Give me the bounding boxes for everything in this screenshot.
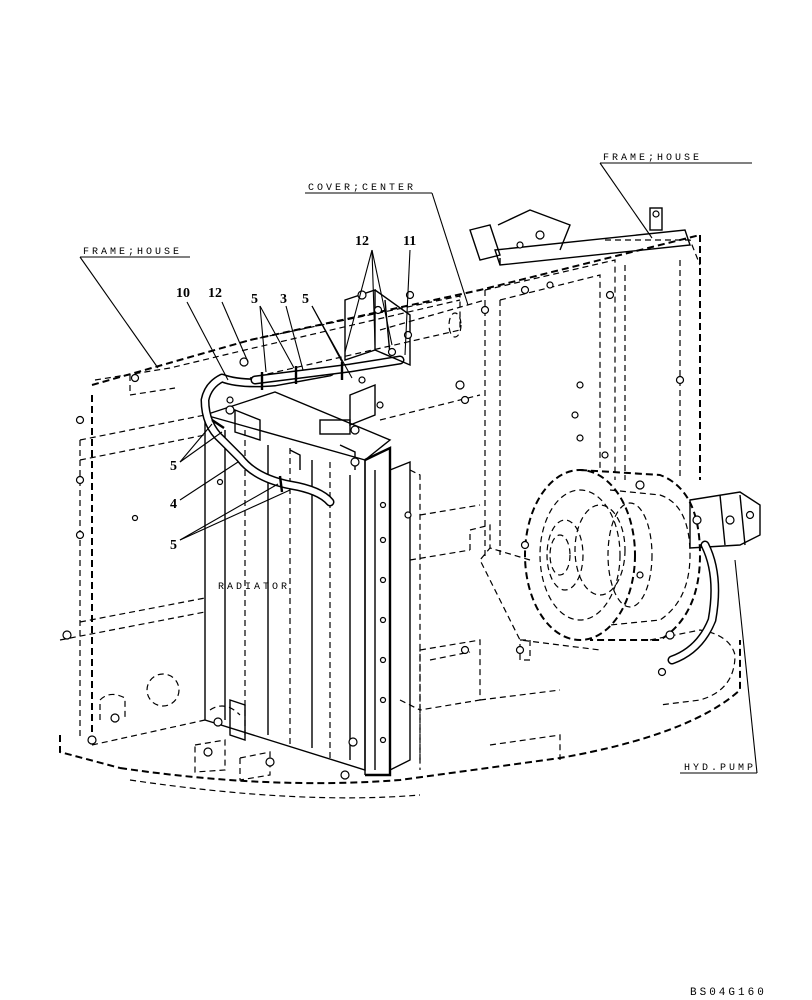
callout-12-top: 12: [344, 234, 393, 353]
label-radiator: RADIATOR: [218, 582, 290, 593]
house-frame: [59, 234, 741, 799]
callout-12-left: 12: [208, 286, 249, 363]
label-hyd-pump: HYD.PUMP: [680, 559, 758, 774]
callout-4: 4: [170, 461, 239, 512]
callout-5-a: 5: [251, 292, 295, 373]
callout-3: 3: [280, 292, 304, 371]
svg-text:RADIATOR: RADIATOR: [218, 582, 290, 593]
top-rail: [469, 207, 691, 266]
svg-text:5: 5: [170, 459, 177, 474]
svg-text:HYD.PUMP: HYD.PUMP: [684, 763, 756, 774]
hoses: [200, 289, 413, 507]
svg-text:12: 12: [208, 286, 222, 301]
svg-text:12: 12: [355, 234, 369, 249]
label-frame-house-left: FRAME;HOUSE: [79, 247, 190, 369]
callout-10: 10: [176, 286, 229, 381]
frame-bolts: [62, 281, 685, 767]
svg-text:10: 10: [176, 286, 190, 301]
radiator: [204, 391, 421, 780]
hydraulic-pump: [469, 469, 761, 706]
svg-text:11: 11: [403, 234, 416, 249]
label-frame-house-right: FRAME;HOUSE: [599, 153, 752, 239]
label-cover-center: COVER;CENTER: [305, 183, 469, 306]
svg-text:5: 5: [170, 538, 177, 553]
callout-5-b: 5: [302, 292, 353, 379]
callout-11: 11: [403, 234, 416, 356]
svg-text:4: 4: [170, 497, 177, 512]
svg-text:3: 3: [280, 292, 287, 307]
drawing-code: BS04G160: [690, 987, 767, 999]
svg-text:FRAME;HOUSE: FRAME;HOUSE: [603, 153, 702, 164]
svg-text:COVER;CENTER: COVER;CENTER: [308, 183, 416, 194]
svg-text:5: 5: [251, 292, 258, 307]
callout-5-d: 5: [170, 483, 291, 553]
svg-text:5: 5: [302, 292, 309, 307]
callout-5-c: 5: [170, 423, 223, 474]
svg-text:FRAME;HOUSE: FRAME;HOUSE: [83, 247, 182, 258]
